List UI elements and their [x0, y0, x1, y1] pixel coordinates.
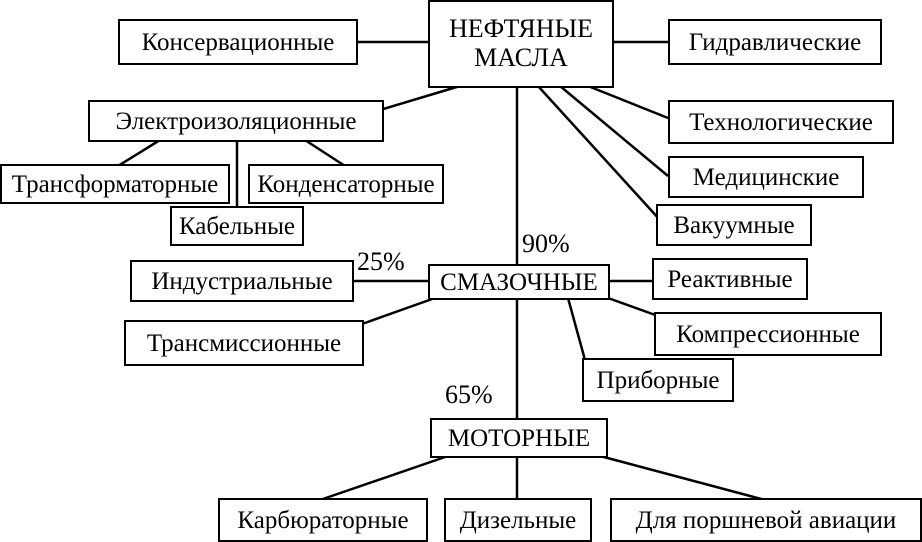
node-diesel: Дизельные: [444, 498, 592, 542]
link-root-technological: [587, 84, 669, 120]
node-hydraulic: Гидравлические: [668, 19, 882, 65]
percent-lubricating: 90%: [522, 229, 570, 258]
node-motor: МОТОРНЫЕ: [430, 418, 608, 458]
link-lubricating-compressor: [607, 296, 659, 318]
node-medical: Медицинские: [668, 156, 864, 198]
link-motor-carburetor: [319, 454, 449, 502]
node-carburetor: Карбюраторные: [218, 498, 428, 542]
node-technological: Технологические: [668, 100, 894, 144]
link-root-electro: [379, 84, 461, 112]
node-lubricating: СМАЗОЧНЫЕ: [428, 264, 610, 300]
node-conservation: Консервационные: [118, 19, 358, 65]
node-transmission: Трансмиссионные: [124, 320, 364, 366]
node-capacitor: Конденсаторные: [248, 164, 444, 204]
percent-industrial: 25%: [357, 247, 405, 276]
node-compressor: Компрессионные: [654, 312, 882, 356]
node-instrument: Приборные: [582, 358, 734, 402]
node-reactive: Реактивные: [652, 258, 808, 300]
node-industrial: Индустриальные: [130, 260, 354, 302]
node-transformer: Трансформаторные: [0, 164, 230, 204]
node-vacuum: Вакуумные: [656, 204, 812, 246]
link-motor-aviation: [599, 454, 766, 502]
node-piston-aviation: Для поршневой авиации: [610, 498, 922, 542]
link-root-vacuum: [537, 85, 661, 221]
root-line-2: МАСЛА: [474, 43, 568, 72]
link-root-medical: [559, 85, 669, 177]
root-node-petroleum-oils: НЕФТЯНЫЕ МАСЛА: [428, 0, 614, 88]
root-line-1: НЕФТЯНЫЕ: [448, 14, 594, 44]
link-lubricating-transmission: [361, 296, 436, 326]
link-electro-transformer: [117, 138, 161, 168]
node-cable: Кабельные: [170, 206, 304, 246]
percent-motor: 65%: [445, 380, 493, 409]
link-electro-capacitor: [304, 138, 346, 168]
link-lubricating-instrument: [566, 297, 587, 361]
node-electro-insulating: Электроизоляционные: [88, 100, 384, 142]
